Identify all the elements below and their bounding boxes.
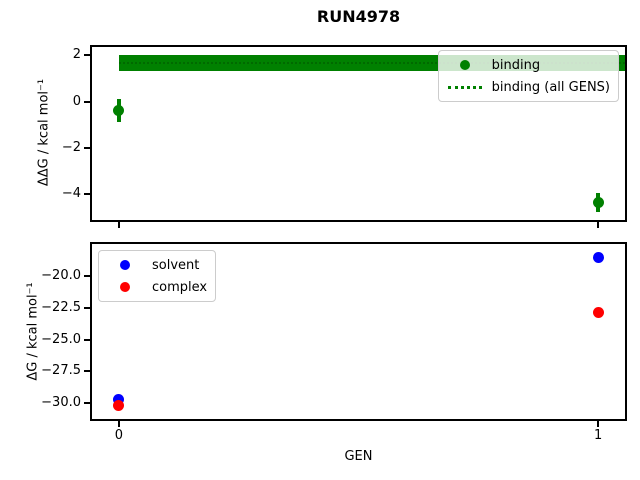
legend-label: binding (all GENS) <box>491 79 610 95</box>
legend-label: complex <box>152 279 208 295</box>
y-tick-label: −2 <box>61 140 81 155</box>
legend-row: complex <box>107 276 207 298</box>
y-tick <box>84 370 90 373</box>
y-tick-label: −30.0 <box>41 395 81 411</box>
y-tick <box>84 275 90 278</box>
x-tick <box>117 222 120 228</box>
x-axis-label: GEN <box>344 449 373 464</box>
y-tick <box>84 338 90 341</box>
y-tick <box>84 147 90 149</box>
data-point-complex <box>113 399 125 411</box>
circle-marker-icon <box>459 60 470 70</box>
legend-marker-circle-icon <box>107 260 143 270</box>
legend-row: solvent <box>107 254 207 276</box>
y-tick <box>84 402 90 405</box>
legend-bottom: solvent complex <box>98 250 217 302</box>
bottom-axes: solvent complex <box>90 242 627 421</box>
y-tick <box>84 100 90 103</box>
x-tick <box>117 421 120 427</box>
y-tick-label: −25.0 <box>41 331 81 347</box>
figure-title: RUN4978 <box>316 7 401 26</box>
mean-line <box>118 62 625 65</box>
data-point-solvent <box>113 393 125 405</box>
y-tick <box>84 193 90 196</box>
circle-marker-icon <box>120 260 130 270</box>
x-tick-label: 0 <box>114 428 123 443</box>
y-tick <box>84 54 90 57</box>
data-point-solvent <box>592 251 604 263</box>
x-tick <box>597 222 600 228</box>
legend-top: binding binding (all GENS) <box>437 50 619 102</box>
legend-row: binding (all GENS) <box>447 76 610 98</box>
legend-marker-circle-icon <box>447 60 483 70</box>
legend-marker-circle-icon <box>107 282 143 292</box>
legend-label: binding <box>491 57 541 73</box>
y-tick-label: −27.5 <box>41 363 81 379</box>
y-tick-label: −20.0 <box>41 268 81 284</box>
circle-marker-icon <box>120 282 130 292</box>
x-tick-label: 1 <box>594 428 603 443</box>
legend-marker-dotted-line-icon <box>447 85 483 89</box>
x-tick <box>597 421 600 427</box>
data-point-binding <box>113 105 125 117</box>
y-tick <box>84 307 90 310</box>
legend-label: solvent <box>152 257 200 273</box>
y-tick-label: −4 <box>61 186 81 202</box>
y-tick-label: −22.5 <box>41 300 81 316</box>
data-point-complex <box>592 306 604 318</box>
top-axes: binding binding (all GENS) <box>90 45 627 222</box>
data-point-binding <box>592 197 604 209</box>
dotted-line-icon <box>447 85 482 89</box>
y-tick-label: 0 <box>72 93 81 109</box>
legend-row: binding <box>447 54 610 76</box>
y-tick-label: 2 <box>72 47 81 63</box>
